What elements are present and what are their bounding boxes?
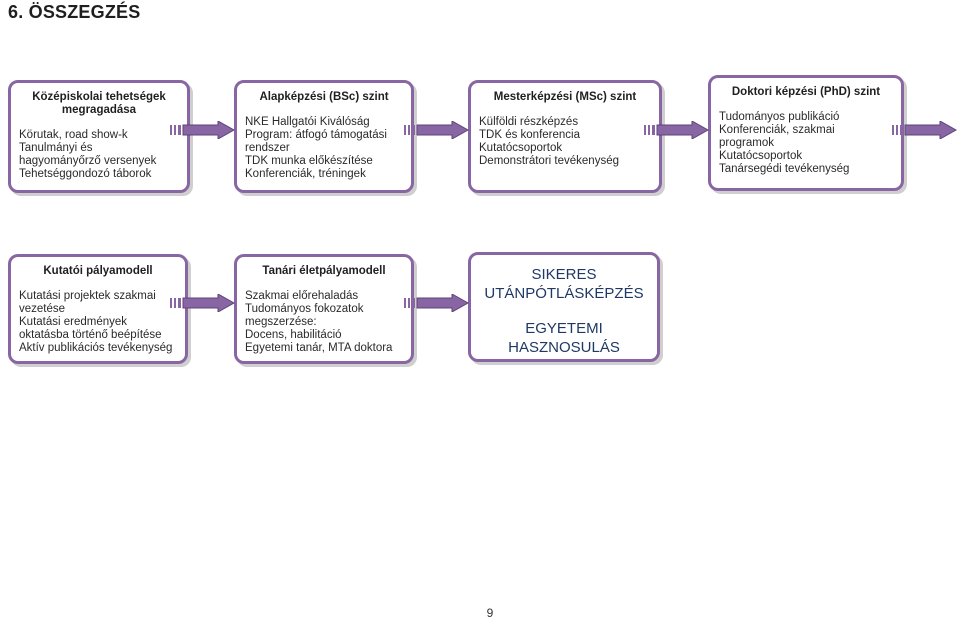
stage-line: Konferenciák, szakmai [719, 124, 835, 136]
flow-arrow-icon [644, 121, 710, 139]
career-box-researcher: Kutatói pályamodell Kutatási projektek s… [8, 254, 188, 364]
stage-line: Demonstrátori tevékenység [479, 155, 619, 167]
stage-line: Program: átfogó támogatási [245, 129, 387, 141]
flow-arrow-icon [170, 294, 236, 312]
stage-box-phd: Doktori képzési (PhD) szint Tudományos p… [708, 75, 904, 191]
stage-line: Tehetséggondozó táborok [19, 168, 152, 180]
stage-line: hagyományőrző versenyek [19, 155, 157, 167]
stage-line: Körutak, road show-k [19, 129, 128, 141]
career-line: Kutatási projektek szakmai [19, 290, 156, 302]
stage-box-bsc: Alapképzési (BSc) szint NKE Hallgatói Ki… [234, 80, 414, 193]
flow-arrow-icon [170, 121, 236, 139]
stage-line: Tanulmányi és [19, 142, 93, 154]
career-line: Kutatási eredmények [19, 316, 128, 328]
career-title: Tanári életpályamodell [262, 265, 386, 277]
stage-line: programok [719, 137, 774, 149]
flow-arrow-icon [892, 121, 958, 139]
result-box: SIKERES UTÁNPÓTLÁSKÉPZÉS EGYETEMI HASZNO… [468, 252, 660, 362]
stage-title: Doktori képzési (PhD) szint [731, 86, 881, 98]
career-line: oktatásba történő beépítése [19, 329, 162, 341]
flow-arrow-icon [404, 294, 470, 312]
stage-line: Tanársegédi tevékenység [719, 163, 850, 175]
result-line: EGYETEMI [525, 320, 603, 337]
stage-line: Külföldi részképzés [479, 116, 579, 128]
stage-line: NKE Hallgatói Kiválóság [245, 116, 370, 128]
stage-line: TDK munka előkészítése [245, 155, 373, 167]
stage-line: Kutatócsoportok [719, 150, 803, 162]
stage-line: rendszer [245, 142, 290, 154]
page-number: 9 [486, 606, 494, 620]
stage-line: Konferenciák, tréningek [245, 168, 366, 180]
career-line: Aktív publikációs tevékenység [19, 342, 173, 354]
stage-box-msc: Mesterképzési (MSc) szint Külföldi részk… [468, 80, 662, 193]
flow-arrow-icon [404, 121, 470, 139]
career-line: Tudományos fokozatok [245, 303, 364, 315]
result-line: HASZNOSULÁS [508, 339, 620, 356]
stage-title: Középiskolai tehetségek megragadása [32, 91, 166, 116]
career-line: Docens, habilitáció [245, 329, 342, 341]
result-line: SIKERES [531, 266, 597, 283]
stage-line: TDK és konferencia [479, 129, 580, 141]
stage-title: Mesterképzési (MSc) szint [493, 91, 637, 103]
career-line: Szakmai előrehaladás [245, 290, 359, 302]
career-box-teacher: Tanári életpályamodell Szakmai előrehala… [234, 254, 414, 364]
stage-title: Alapképzési (BSc) szint [259, 91, 389, 103]
page-heading: 6. ÖSSZEGZÉS [8, 2, 141, 22]
career-line: vezetése [19, 303, 66, 315]
stage-line: Tudományos publikáció [719, 111, 840, 123]
stage-line: Kutatócsoportok [479, 142, 563, 154]
career-line: Egyetemi tanár, MTA doktora [245, 342, 393, 354]
stage-box-secondary-school: Középiskolai tehetségek megragadása Köru… [8, 80, 190, 193]
result-line: UTÁNPÓTLÁSKÉPZÉS [484, 285, 644, 302]
career-title: Kutatói pályamodell [43, 265, 153, 277]
career-line: megszerzése: [245, 316, 317, 328]
